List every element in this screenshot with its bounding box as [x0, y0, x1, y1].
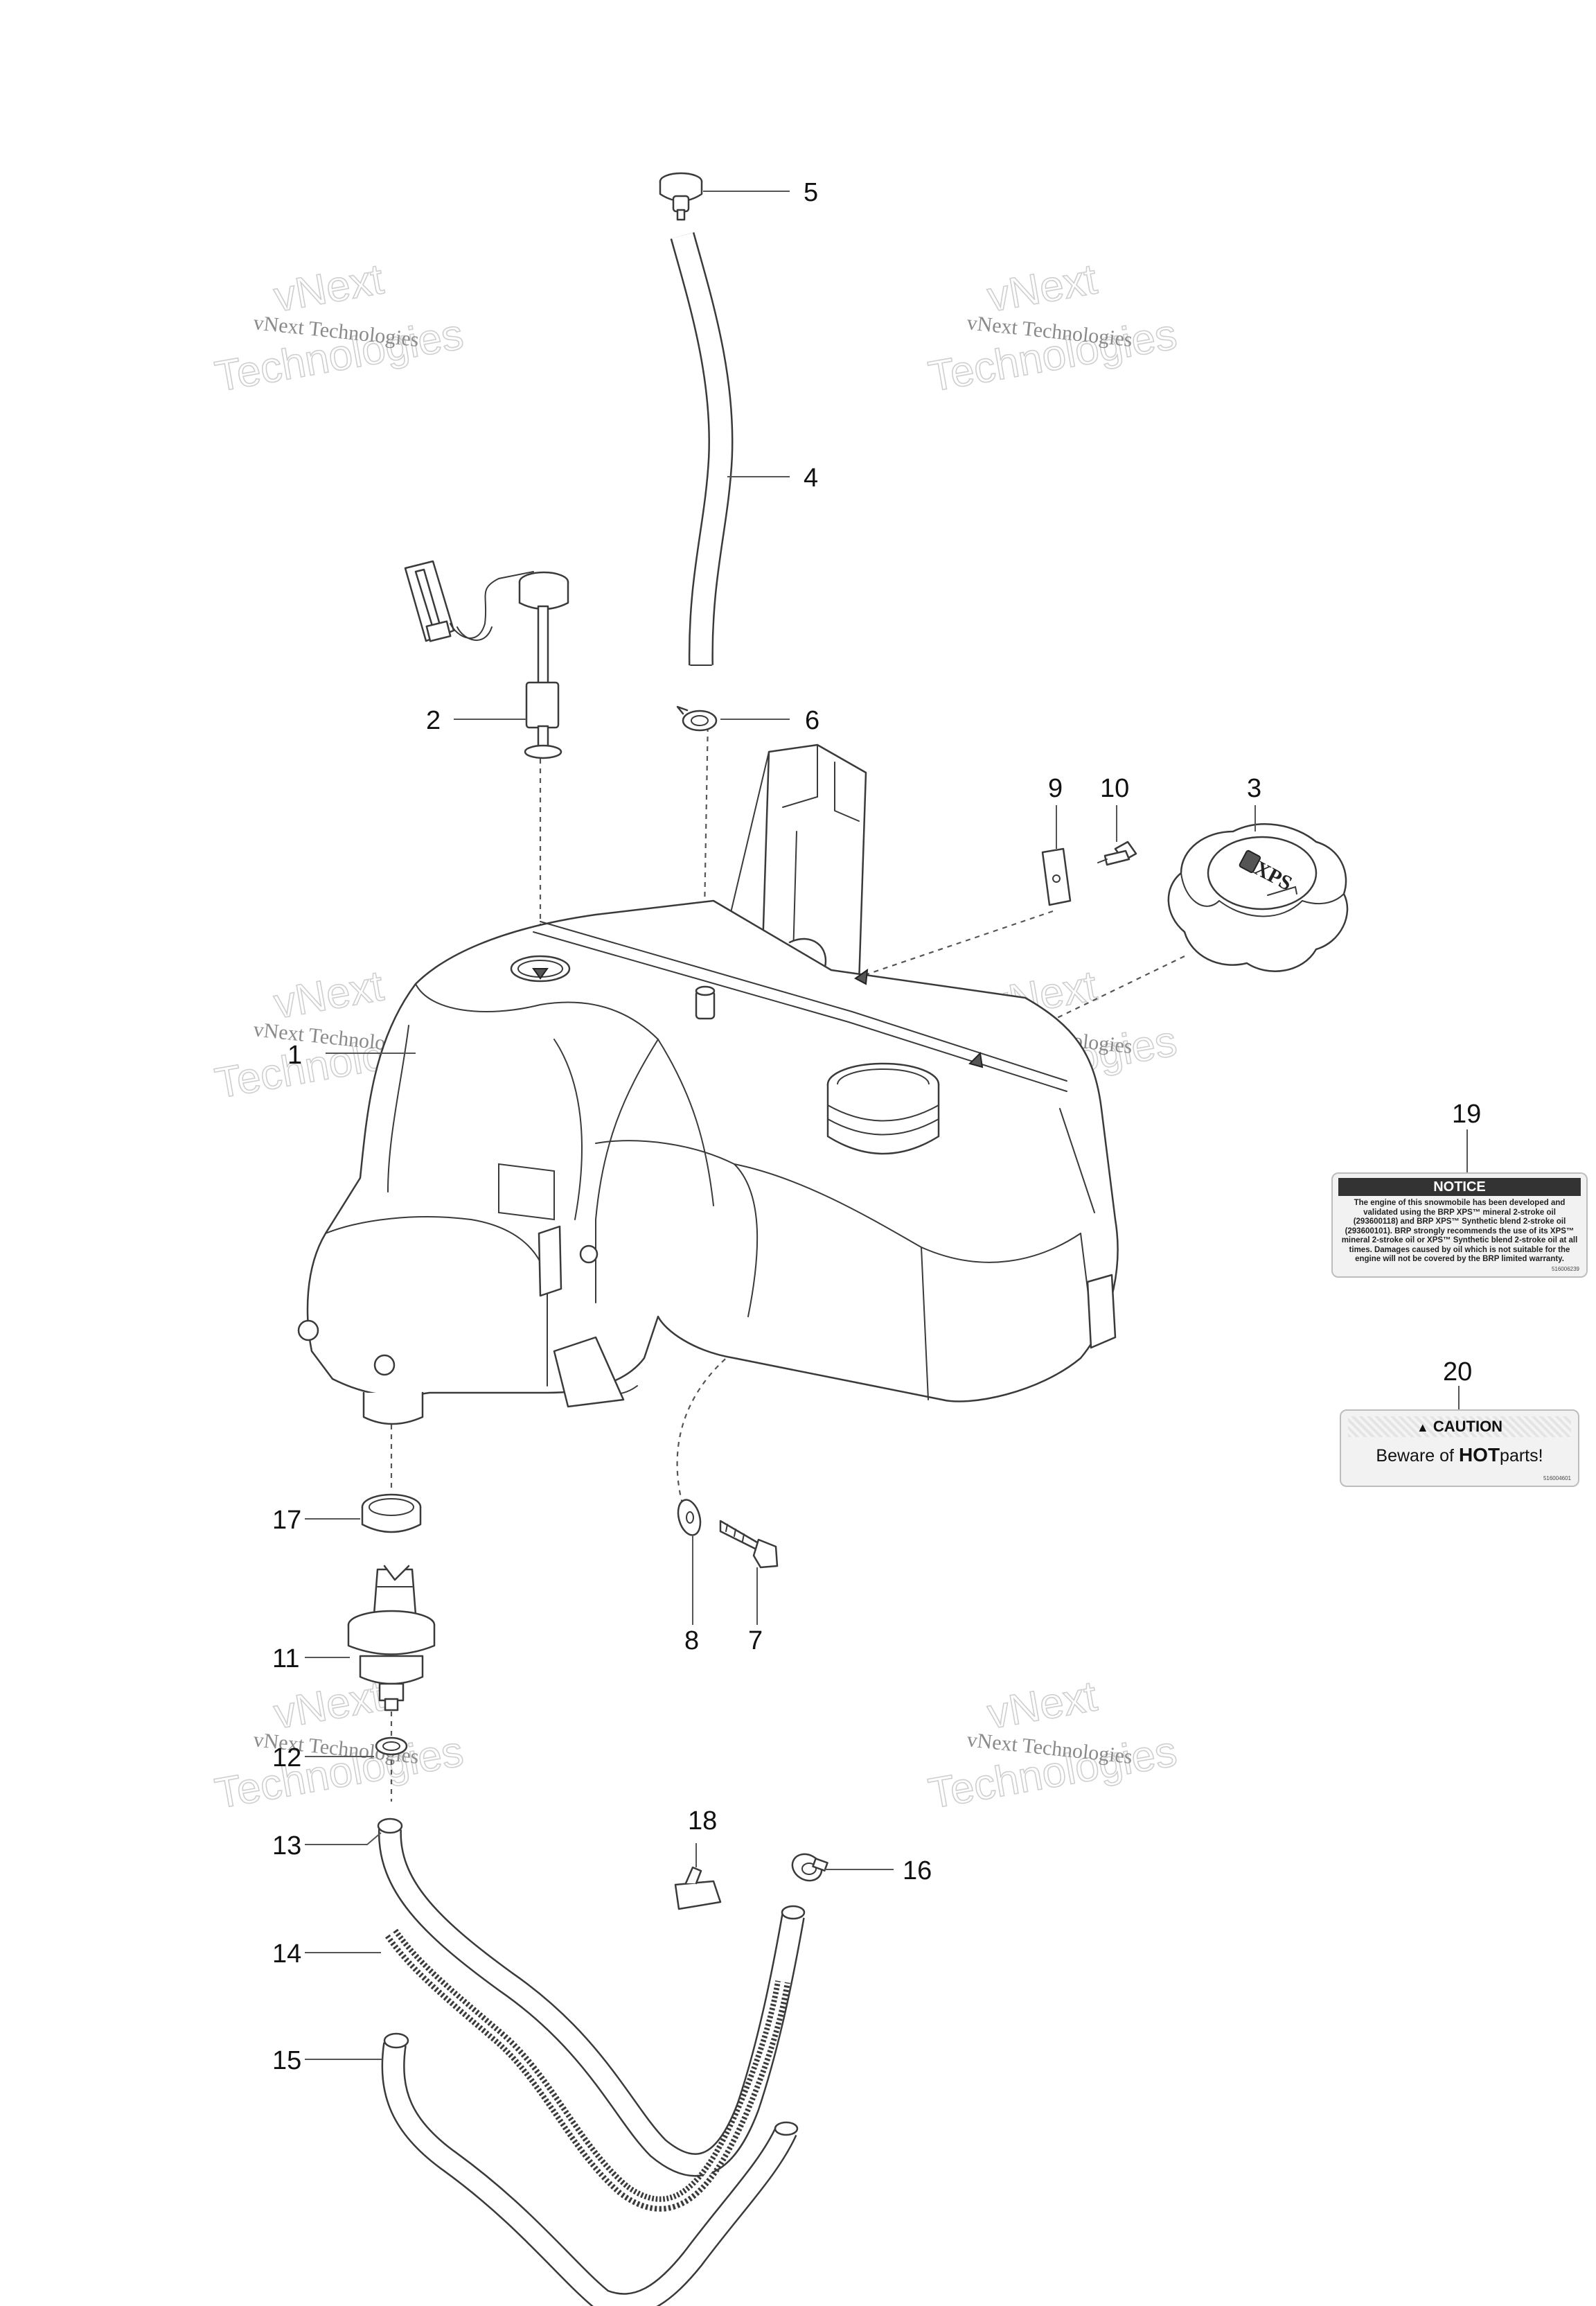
part-4-vent-hose: [670, 232, 734, 666]
callout-1: 1: [287, 1041, 302, 1070]
part-3-filler-cap: XPS: [1167, 823, 1349, 972]
part-15-oil-line: [381, 2032, 799, 2306]
callout-12: 12: [272, 1743, 301, 1772]
watermark-top-right: vNext Technologies vNext Technologies: [925, 255, 1181, 402]
notice-title: NOTICE: [1338, 1178, 1581, 1196]
part-2-level-sensor: [404, 560, 569, 759]
svg-text:vNext: vNext: [984, 1672, 1100, 1738]
part-9-nut-plate: [1041, 847, 1072, 906]
callout-17: 17: [272, 1506, 301, 1535]
part-8-washer: [677, 1499, 702, 1536]
part-11-fitting: [347, 1565, 436, 1711]
callout-8: 8: [684, 1626, 699, 1655]
watermark-bottom-left: vNext Technologies vNext Technologies: [211, 1672, 468, 1819]
part-19-notice-decal: NOTICE The engine of this snowmobile has…: [1331, 1172, 1588, 1278]
svg-text:vNext: vNext: [270, 1672, 387, 1738]
callout-3: 3: [1247, 774, 1261, 803]
watermark-bottom-right: vNext Technologies vNext Technologies: [925, 1672, 1181, 1819]
svg-text:vNext: vNext: [984, 255, 1100, 321]
svg-text:vNext: vNext: [270, 962, 387, 1028]
part-12-clamp: [375, 1736, 408, 1756]
callout-9: 9: [1048, 774, 1063, 803]
notice-code: 516006239: [1551, 1266, 1579, 1272]
callout-7: 7: [748, 1626, 763, 1655]
part-7-bolt: [719, 1520, 779, 1569]
part-10-screw: [1097, 840, 1137, 866]
callout-19: 19: [1452, 1100, 1481, 1129]
callout-20: 20: [1443, 1357, 1472, 1387]
svg-text:vNext: vNext: [270, 255, 387, 321]
caution-msg-prefix: Beware of: [1376, 1446, 1459, 1466]
caution-msg-bold: HOT: [1458, 1444, 1500, 1466]
part-18-clip: [674, 1866, 722, 1910]
part-14-spring: [384, 1928, 790, 2212]
caution-code: 516004601: [1543, 1475, 1571, 1481]
part-20-caution-decal: ▲ CAUTION Beware of HOTparts! 516004601: [1340, 1409, 1579, 1487]
callout-13: 13: [272, 1831, 301, 1860]
callout-16: 16: [903, 1856, 932, 1885]
callout-4: 4: [804, 464, 818, 493]
part-5-vent-valve: [659, 172, 703, 221]
callout-10: 10: [1100, 774, 1129, 803]
leader-lines: [305, 191, 1468, 2060]
callout-numbers: 5 4 2 6 9 10 3 1 19 20 8 7 17 11 12 13 1…: [272, 178, 1481, 2075]
callout-14: 14: [272, 1939, 301, 1969]
caution-msg-suffix: parts!: [1500, 1446, 1543, 1466]
callout-5: 5: [804, 178, 818, 207]
part-1-oil-tank: [297, 743, 1119, 1425]
callout-11: 11: [272, 1644, 299, 1673]
callout-6: 6: [805, 706, 819, 735]
part-6-clamp: [676, 705, 718, 732]
part-16-clamp: [791, 1853, 828, 1882]
warning-triangle-icon: ▲: [1416, 1420, 1429, 1434]
watermark-top-left: vNext Technologies vNext Technologies: [211, 255, 468, 402]
caution-title: CAUTION: [1433, 1418, 1503, 1435]
callout-18: 18: [688, 1806, 717, 1836]
notice-body: The engine of this snowmobile has been d…: [1341, 1199, 1578, 1263]
callout-15: 15: [272, 2046, 301, 2075]
part-17-clamp: [361, 1493, 422, 1533]
callout-2: 2: [426, 706, 441, 735]
